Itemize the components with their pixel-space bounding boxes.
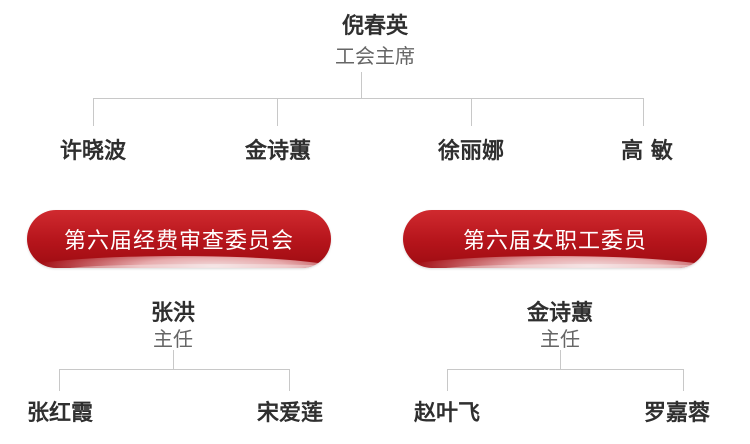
banner-wave-decoration <box>67 264 331 268</box>
chairman-role: 工会主席 <box>335 44 415 68</box>
connector-line <box>93 98 644 99</box>
banner-wave-decoration <box>443 264 707 268</box>
committee-banner-audit: 第六届经费审查委员会 <box>27 210 331 268</box>
connector-line <box>447 369 448 391</box>
committee-member-name: 赵叶飞 <box>413 401 480 426</box>
connector-line <box>643 98 644 126</box>
committee-head-role: 主任 <box>540 327 580 351</box>
connector-line <box>59 369 60 391</box>
committee-member-name: 张红霞 <box>26 401 93 426</box>
banner-wave-decoration <box>403 256 707 268</box>
committee-head-name: 张洪 <box>150 301 195 326</box>
committee-member-name: 宋爱莲 <box>256 401 323 426</box>
committee-head-role: 主任 <box>153 327 193 351</box>
member-name: 徐丽娜 <box>437 139 504 164</box>
committee-title: 第六届经费审查委员会 <box>63 229 294 254</box>
chairman-name: 倪春英 <box>341 14 408 39</box>
banner-wave-decoration <box>27 256 331 268</box>
committee-title: 第六届女职工委员 <box>462 229 647 254</box>
connector-line <box>173 350 174 369</box>
connector-line <box>361 72 362 99</box>
member-name: 许晓波 <box>59 139 126 164</box>
committee-banner-women: 第六届女职工委员 <box>403 210 707 268</box>
member-name: 高 敏 <box>621 139 673 164</box>
connector-line <box>560 350 561 369</box>
connector-line <box>59 369 290 370</box>
committee-head-name: 金诗蕙 <box>526 301 593 326</box>
connector-line <box>447 369 684 370</box>
connector-line <box>93 98 94 126</box>
connector-line <box>289 369 290 391</box>
member-name: 金诗蕙 <box>244 139 311 164</box>
connector-line <box>683 369 684 391</box>
connector-line <box>277 98 278 126</box>
committee-member-name: 罗嘉蓉 <box>643 401 710 426</box>
connector-line <box>471 98 472 126</box>
